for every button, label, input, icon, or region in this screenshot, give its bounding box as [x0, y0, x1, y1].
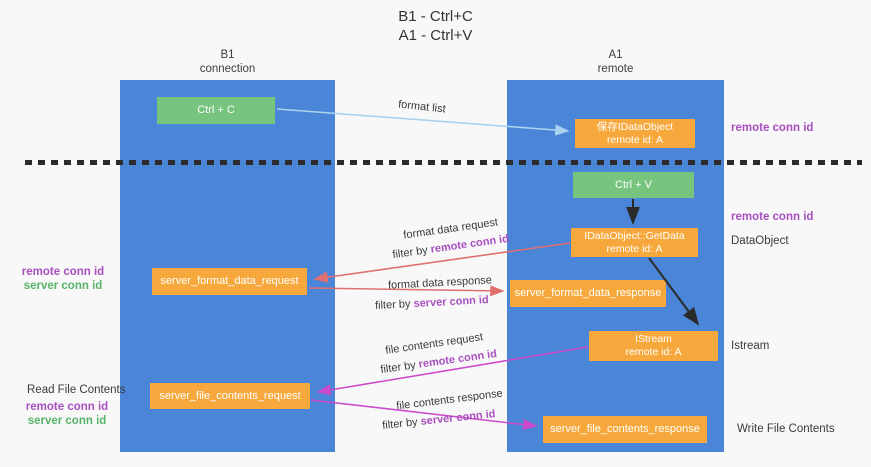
- server-format-data-request-label: server_format_data_request: [160, 275, 299, 287]
- dataobject-label: DataObject: [731, 235, 789, 247]
- node-idataobject-getdata: IDataObject::GetData remote id: A: [571, 228, 698, 257]
- server-conn-id-text: server conn id: [420, 408, 497, 428]
- title-line-1: B1 - Ctrl+C: [398, 8, 473, 25]
- node-server-format-data-request: server_format_data_request: [152, 268, 307, 295]
- remote-conn-id-text: remote conn id: [429, 232, 510, 256]
- node-save-idataobject: 保存IDataObject remote id: A: [575, 119, 695, 148]
- write-file-contents-label: Write File Contents: [737, 423, 835, 435]
- filter-by-server-conn-id-label-1: filter by server conn id: [375, 294, 489, 312]
- filter-by-text: filter by: [381, 416, 419, 432]
- node-server-file-contents-response: server_file_contents_response: [543, 416, 707, 443]
- getdata-line1: IDataObject::GetData: [584, 229, 685, 242]
- istream-line1: IStream: [635, 333, 672, 345]
- read-file-contents-label: Read File Contents: [27, 384, 126, 396]
- ctrl-c-label: Ctrl + C: [197, 104, 235, 116]
- right-remote-conn-id-top-label: remote conn id: [731, 122, 814, 134]
- server-conn-id-text: server conn id: [413, 294, 489, 310]
- remote-conn-id-text: remote conn id: [417, 347, 498, 371]
- title-line-2: A1 - Ctrl+V: [398, 27, 473, 44]
- filter-by-text: filter by: [391, 244, 429, 262]
- left-remote-conn-id-top-label: remote conn id: [21, 266, 105, 278]
- filter-by-text: filter by: [379, 359, 417, 377]
- getdata-line2: remote id: A: [606, 242, 663, 255]
- save-idataobject-line2: remote id: A: [606, 133, 664, 146]
- lane-a1-subtitle: remote: [597, 63, 634, 75]
- server-format-data-response-label: server_format_data_response: [514, 287, 662, 299]
- left-conn-id-stack-bottom: remote conn id server conn id: [22, 401, 112, 428]
- ctrl-v-label: Ctrl + V: [615, 178, 652, 191]
- format-list-label: format list: [397, 98, 447, 116]
- istream-line2: remote id: A: [625, 346, 682, 358]
- node-ctrl-c: Ctrl + C: [157, 97, 275, 124]
- lane-b1-subtitle: connection: [199, 63, 256, 75]
- save-idataobject-line1: 保存IDataObject: [596, 120, 674, 133]
- node-server-file-contents-request: server_file_contents_request: [150, 383, 310, 409]
- node-server-format-data-response: server_format_data_response: [510, 280, 666, 307]
- lane-header-b1: B1 connection: [120, 48, 335, 76]
- left-remote-conn-id-bottom-label: remote conn id: [25, 401, 109, 413]
- lane-header-a1: A1 remote: [507, 48, 724, 76]
- istream-side-label: Istream: [731, 340, 770, 352]
- server-file-contents-response-label: server_file_contents_response: [550, 423, 700, 435]
- lane-a1-name: A1: [608, 49, 623, 61]
- lane-b1-name: B1: [220, 49, 235, 61]
- left-server-conn-id-top-label: server conn id: [23, 279, 103, 292]
- left-server-conn-id-bottom-label: server conn id: [27, 414, 107, 427]
- node-ctrl-v: Ctrl + V: [573, 172, 694, 198]
- filter-by-text: filter by: [374, 298, 411, 312]
- diagram-title: B1 - Ctrl+C A1 - Ctrl+V: [0, 7, 871, 45]
- server-file-contents-request-label: server_file_contents_request: [159, 389, 301, 402]
- node-istream: IStream remote id: A: [589, 331, 718, 361]
- format-data-response-label: format data response: [387, 274, 493, 292]
- dashed-separator: [25, 160, 862, 165]
- right-remote-conn-id-mid-label: remote conn id: [731, 211, 814, 223]
- left-conn-id-stack-top: remote conn id server conn id: [18, 266, 108, 293]
